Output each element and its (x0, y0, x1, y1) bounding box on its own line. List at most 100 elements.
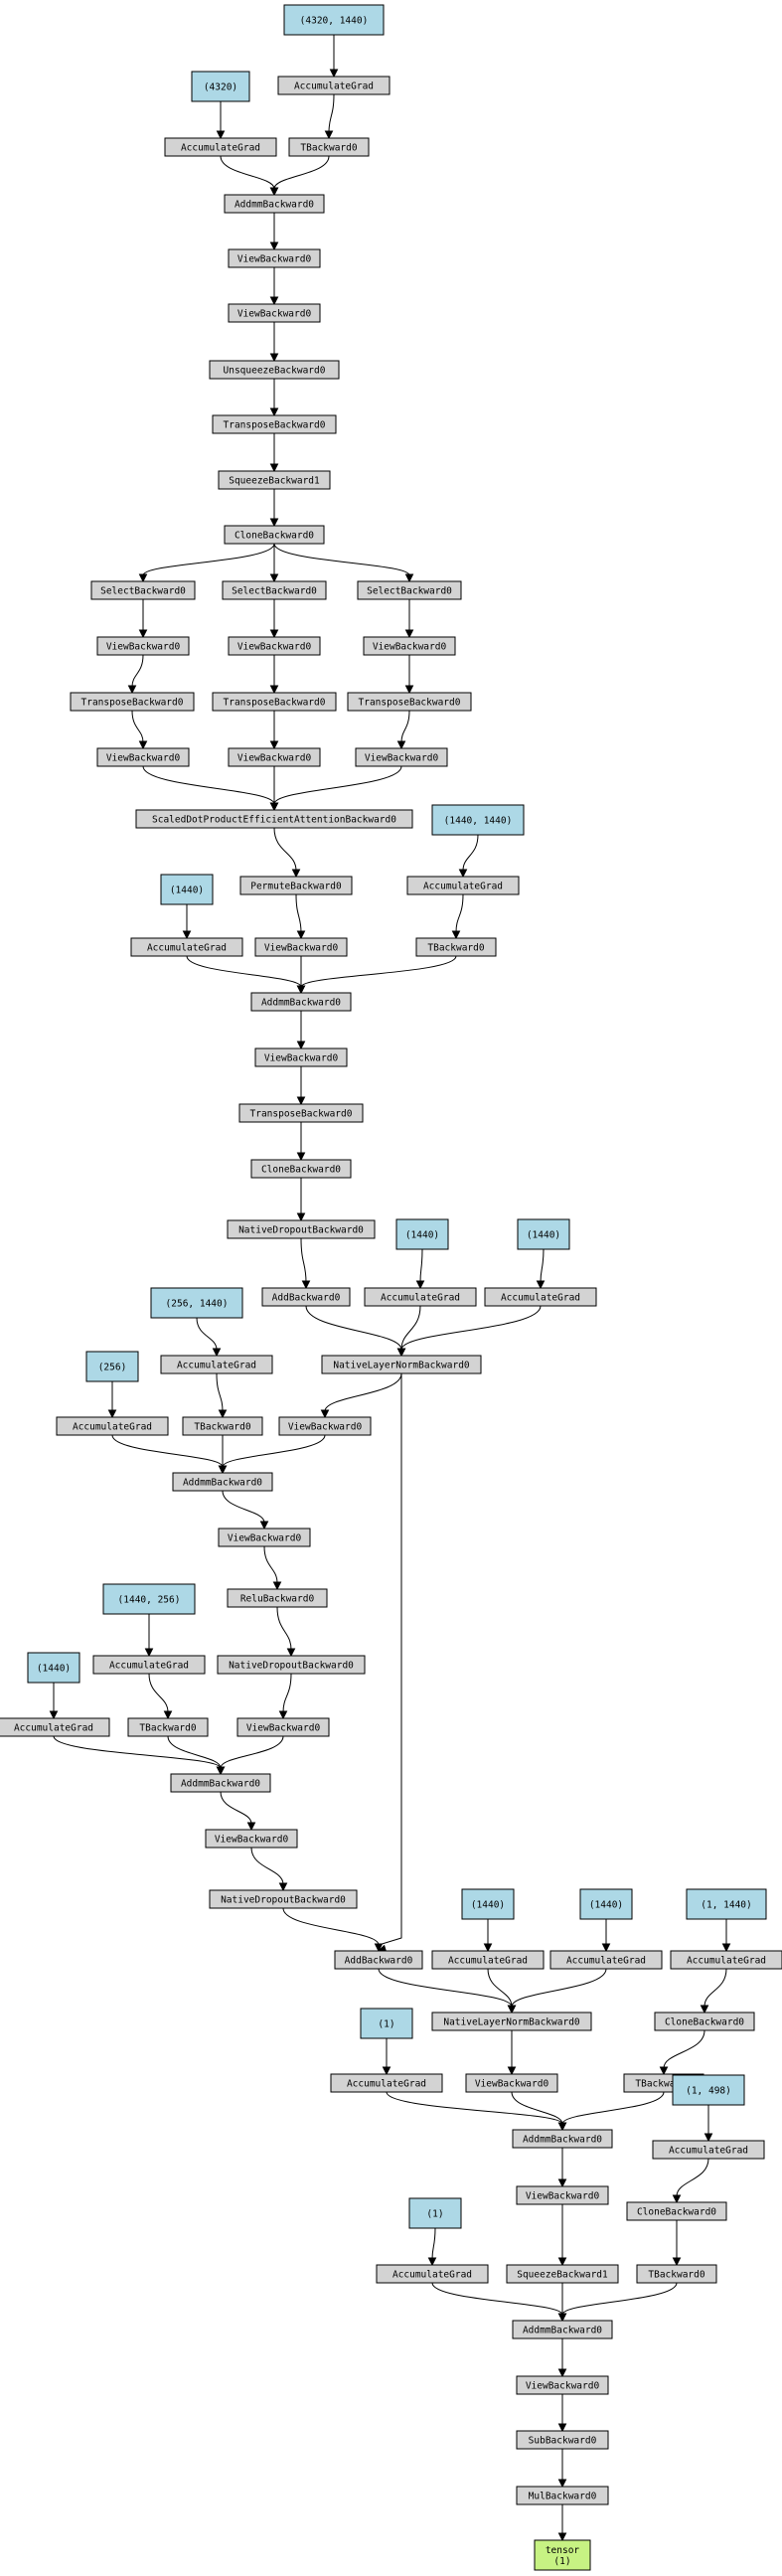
node-box (431, 2012, 592, 2031)
node-box (212, 414, 337, 434)
arrowhead-p11-to-ag11 (483, 1943, 493, 1953)
node-label: ViewBackward0 (246, 1723, 321, 1734)
edge-t6-to-addmm6 (561, 2282, 678, 2316)
arrowhead-sel2-to-v3b (269, 629, 279, 639)
node-label: ViewBackward0 (237, 753, 312, 764)
node-box (355, 747, 448, 767)
node-label: AccumulateGrad (109, 1661, 189, 1672)
node-label: AccumulateGrad (347, 2079, 426, 2090)
node-box (96, 747, 190, 767)
node-box (160, 874, 214, 905)
edge-ag8-to-addmm3 (111, 1434, 224, 1468)
op-node: ViewBackward0 (228, 248, 321, 268)
node-label: (4320) (204, 82, 237, 93)
op-node: AddmmBackward0 (512, 2129, 613, 2149)
op-node: ViewBackward0 (218, 1528, 311, 1547)
op-node: AccumulateGrad (92, 1655, 206, 1675)
op-node: AddBackward0 (334, 1950, 423, 1970)
arrowhead-clone1-to-sel2 (269, 573, 279, 583)
node-label: (1440) (37, 1664, 71, 1675)
node-label: ViewBackward0 (365, 753, 439, 764)
arrowhead-p5-to-ag5 (415, 1280, 425, 1290)
node-box (92, 1655, 206, 1675)
node-box (636, 2264, 717, 2284)
edge-clone1-to-sel1 (142, 543, 275, 576)
node-box (512, 2129, 613, 2149)
arrowhead-view8-to-relu (272, 1581, 282, 1591)
node-box (238, 1103, 364, 1123)
arrowhead-t5-to-addmm5 (557, 2122, 567, 2132)
edge-ln1-to-view7 (324, 1372, 402, 1412)
node-box (415, 937, 497, 957)
edge-v3a-to-tr2a (131, 654, 144, 688)
node-label: CloneBackward0 (637, 2207, 716, 2218)
param-node: (1, 1440) (686, 1888, 767, 1920)
op-node: PermuteBackward0 (239, 876, 353, 895)
edge-tr2c-to-v4c (400, 710, 410, 743)
node-label: NativeDropoutBackward0 (238, 1225, 364, 1236)
node-box (288, 137, 370, 157)
edge-p3-to-ag3 (462, 834, 479, 872)
arrowhead-p8-to-ag8 (107, 1409, 117, 1419)
edge-v4c-to-sdpa (273, 765, 402, 805)
op-node: ViewBackward0 (516, 2185, 609, 2205)
node-box (218, 470, 331, 490)
node-box (654, 2012, 755, 2031)
node-label: SelectBackward0 (100, 586, 186, 597)
node-label: (256, 1440) (166, 1299, 229, 1310)
node-box (102, 1583, 196, 1615)
edge-ag1-to-t1 (328, 93, 335, 133)
edge-tr2a-to-v4a (131, 710, 144, 743)
param-node: (1440) (160, 874, 214, 905)
node-box (228, 747, 321, 767)
arrowhead-p1-to-ag1 (329, 69, 339, 79)
graph-edges (49, 35, 731, 2542)
node-box (182, 1416, 263, 1436)
node-label: ViewBackward0 (264, 943, 339, 954)
arrowhead-sel1-to-v3a (138, 629, 148, 639)
arrowhead-addmm4-to-view10 (246, 1822, 256, 1832)
output-node: tensor(1) (534, 2539, 591, 2571)
arrowhead-ag1-to-t1 (324, 130, 334, 140)
node-label: AccumulateGrad (423, 882, 503, 892)
arrowhead-tr2a-to-v4a (138, 740, 148, 750)
op-node: AccumulateGrad (130, 937, 243, 957)
node-label: TBackward0 (194, 1422, 250, 1433)
edge-sdpa-to-permute (273, 827, 297, 872)
edge-view9-to-addmm4 (220, 1735, 284, 1769)
node-label: (1440) (589, 1900, 623, 1911)
edge-ag11-to-ln2 (487, 1968, 513, 2008)
op-node: AccumulateGrad (431, 1950, 545, 1970)
op-node: SelectBackward0 (357, 580, 462, 600)
node-label: TransposeBackward0 (359, 698, 461, 709)
node-label: (1) (378, 2019, 394, 2030)
op-node: AccumulateGrad (406, 876, 520, 895)
node-label: ViewBackward0 (228, 1533, 302, 1544)
op-node: AccumulateGrad (330, 2073, 443, 2093)
node-box (364, 1287, 477, 1307)
node-box (357, 580, 462, 600)
node-label: ViewBackward0 (526, 2191, 600, 2202)
op-node: ViewBackward0 (96, 636, 190, 656)
op-node: AddmmBackward0 (172, 1472, 273, 1492)
node-box (254, 937, 348, 957)
arrowhead-v4c-to-sdpa (269, 802, 279, 812)
arrowhead-ag7-to-t3 (218, 1409, 228, 1419)
param-node: (1440) (517, 1218, 570, 1250)
node-label: AccumulateGrad (181, 143, 260, 154)
node-box (254, 1047, 348, 1067)
arrowhead-unsq-to-transp1 (269, 407, 279, 417)
node-box (209, 1889, 358, 1909)
node-label: AccumulateGrad (294, 81, 374, 92)
node-box (516, 2185, 609, 2205)
op-node: CloneBackward0 (626, 2201, 727, 2221)
node-label: ScaledDotProductEfficientAttentionBackwa… (152, 815, 396, 826)
op-node: ViewBackward0 (228, 747, 321, 767)
node-box (224, 525, 325, 545)
node-label: (1) (426, 2209, 443, 2220)
node-box (670, 1950, 782, 1970)
param-node: (256) (85, 1351, 139, 1382)
node-box (363, 636, 456, 656)
node-box (579, 1888, 633, 1920)
param-node: (1, 498) (672, 2074, 745, 2106)
